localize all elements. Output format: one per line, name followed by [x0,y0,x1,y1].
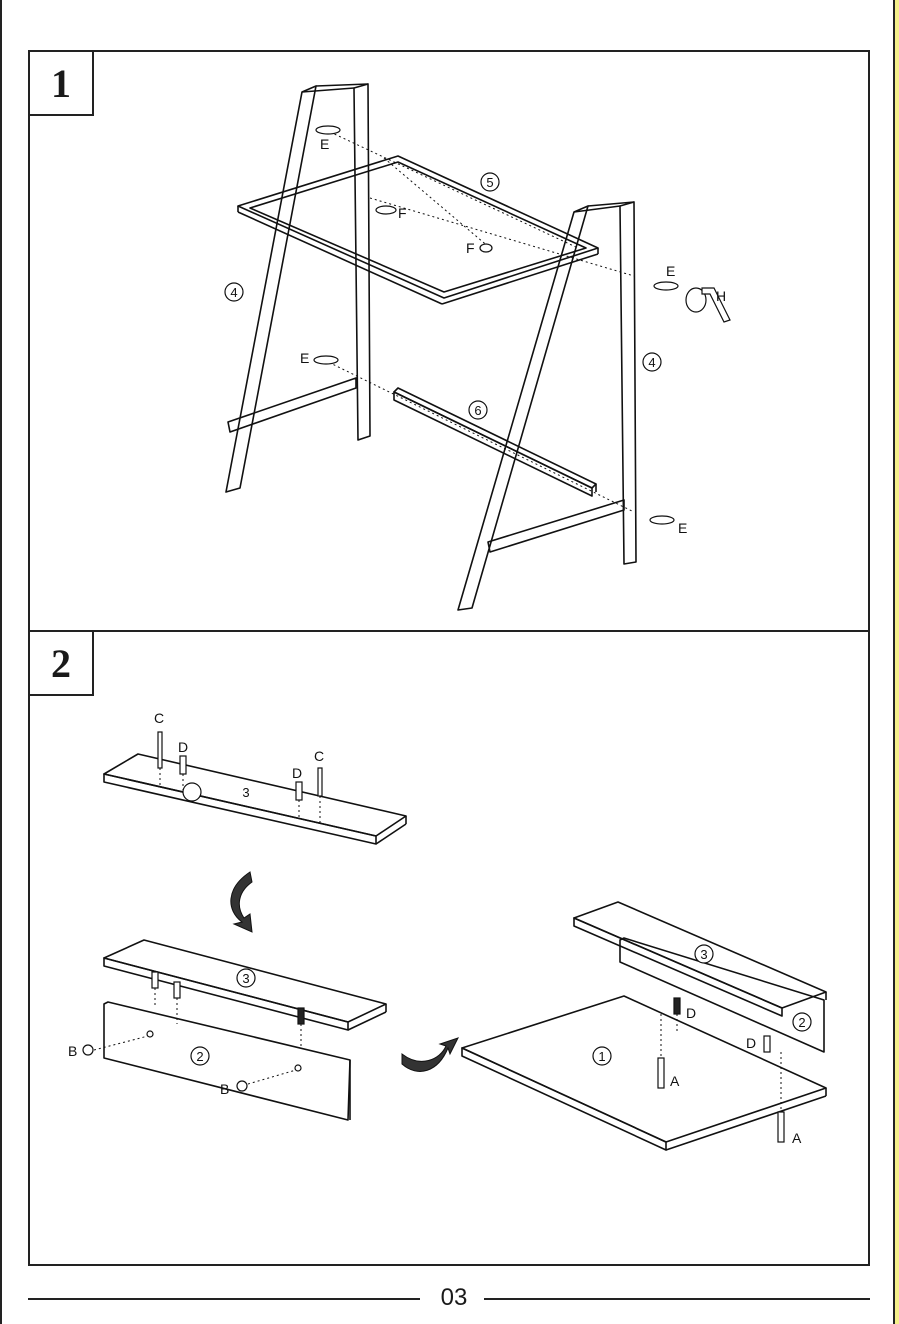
footer-rule-right [484,1298,870,1300]
callout-part-3: 3 [242,971,249,986]
label-dowel-d: D [178,739,188,755]
label-screw-e: E [678,520,687,536]
callout-part-4-left: 4 [230,285,237,300]
label-screw-a: A [792,1130,802,1146]
sheet-edge [0,0,2,1324]
callout-part-2: 2 [196,1049,203,1064]
label-cam-b: B [68,1043,77,1059]
step-2-illustration: 3 C D D C 3 2 B B 3 2 1 D D A A [30,632,868,1264]
callout-part-3: 3 [242,785,249,800]
callout-part-4-right: 4 [648,355,655,370]
label-dowel-d: D [746,1035,756,1051]
label-screw-e: E [300,350,309,366]
step-number: 2 [30,632,94,696]
label-screw-e: E [666,263,675,279]
step-number: 1 [30,52,94,116]
label-screw-f: F [466,240,475,256]
label-pin-c: C [154,710,164,726]
label-tool-h: H [716,288,726,304]
callout-part-6: 6 [474,403,481,418]
callout-part-5: 5 [486,175,493,190]
sheet-edge-color [895,0,899,1324]
label-dowel-d: D [686,1005,696,1021]
step-1-illustration: 4 5 4 6 E F F E E E H [30,52,868,630]
label-screw-a: A [670,1073,680,1089]
label-screw-f: F [398,205,407,221]
label-cam-b: B [220,1081,229,1097]
callout-part-3: 3 [700,947,707,962]
label-pin-c: C [314,748,324,764]
callout-part-1: 1 [598,1049,605,1064]
callout-part-2: 2 [798,1015,805,1030]
page-number: 03 [424,1284,484,1312]
step-2-panel: 3 C D D C 3 2 B B 3 2 1 D D A A 2 [28,630,870,1266]
step-1-panel: 4 5 4 6 E F F E E E H 1 [28,50,870,632]
label-dowel-d: D [292,765,302,781]
footer-rule-left [28,1298,420,1300]
label-screw-e: E [320,136,329,152]
